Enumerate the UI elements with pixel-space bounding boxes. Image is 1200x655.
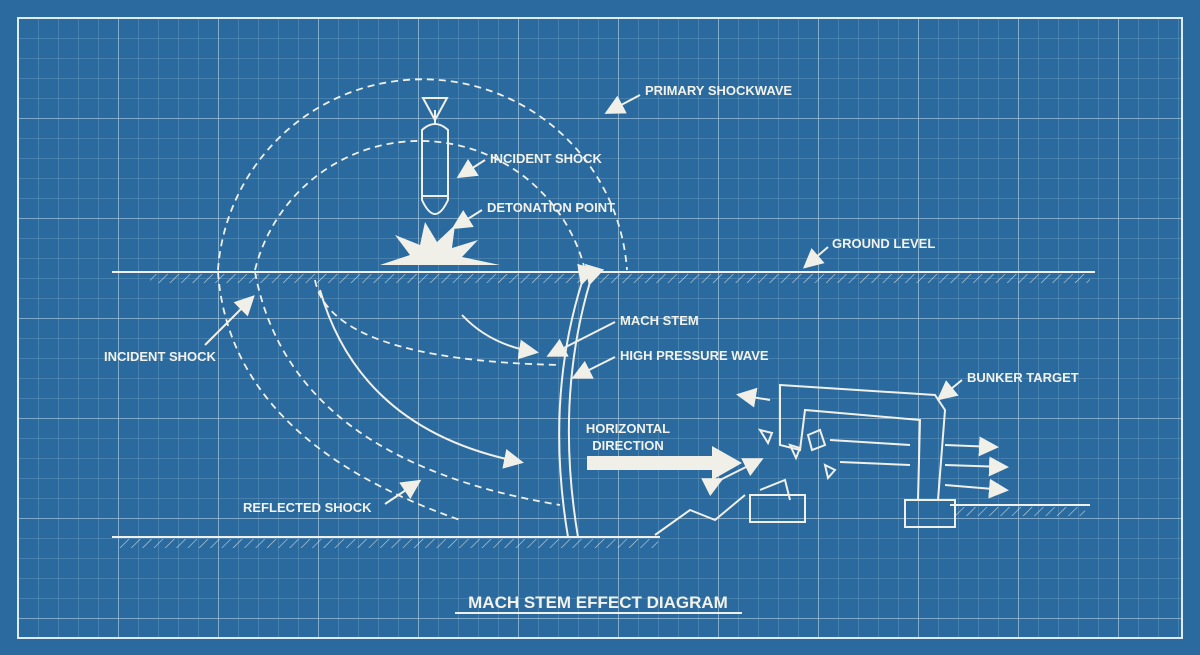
mach-stem-lines — [558, 263, 605, 538]
label-bunker-target: BUNKER TARGET — [967, 370, 1079, 385]
explosion-icon — [380, 222, 500, 265]
label-mach-stem: MACH STEM — [620, 313, 699, 328]
label-incident-shock-left: INCIDENT SHOCK — [104, 349, 217, 364]
label-horizontal: HORIZONTAL — [586, 421, 670, 436]
label-primary-shockwave: PRIMARY SHOCKWAVE — [645, 83, 792, 98]
label-high-pressure-wave: HIGH PRESSURE WAVE — [620, 348, 769, 363]
lower-ground-line — [112, 504, 1090, 548]
label-ground-level: GROUND LEVEL — [832, 236, 935, 251]
flow-arrows — [319, 289, 764, 497]
label-reflected-shock: REFLECTED SHOCK — [243, 500, 372, 515]
label-detonation-point: DETONATION POINT — [487, 200, 615, 215]
label-direction: DIRECTION — [592, 438, 664, 453]
leader-lines — [204, 94, 963, 505]
label-incident-shock-top: INCIDENT SHOCK — [490, 151, 603, 166]
bunker-target — [654, 383, 1009, 536]
bomb-icon — [421, 97, 449, 215]
primary-shockwave-arc — [217, 78, 628, 271]
grid — [17, 17, 1183, 639]
horizontal-direction-arrow — [587, 446, 742, 480]
diagram-title: MACH STEM EFFECT DIAGRAM — [468, 593, 728, 612]
